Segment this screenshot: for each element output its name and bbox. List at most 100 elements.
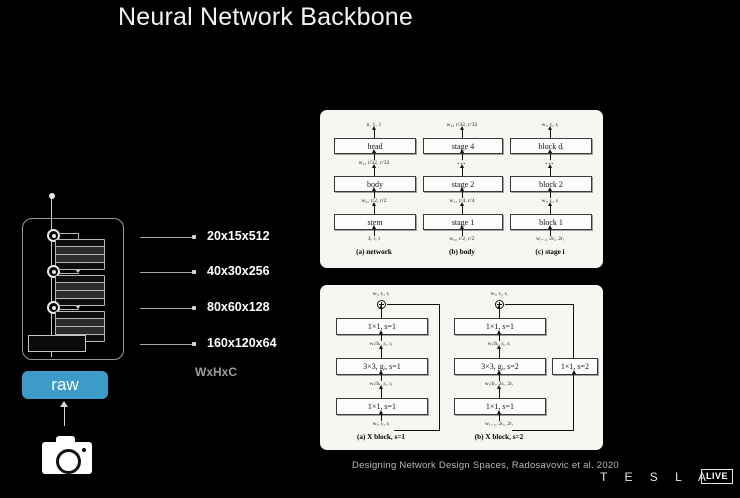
stage-entry-wire-512: [78, 233, 79, 239]
stage-arrow-256: [75, 305, 81, 309]
conv-3x3-group: 3×3, gᵢ, s=1: [336, 358, 428, 375]
tensor-label: wᵢ/bᵢ, rᵢ, rᵢ: [369, 381, 393, 387]
tensor-label: n, 1, 1: [366, 122, 382, 128]
flow-arrow: [496, 345, 501, 358]
stage-tap-node-128: [47, 301, 60, 314]
flow-arrow: [459, 187, 464, 198]
flow-arrow: [547, 202, 552, 214]
flow-arrow: [459, 126, 464, 138]
flow-arrow: [496, 330, 501, 341]
output-dim-label: 160x120x64: [207, 336, 277, 350]
flow-arrow: [378, 330, 383, 341]
camera-flash-dot: [82, 448, 86, 452]
block-1: block 1: [510, 214, 592, 230]
stem-block: [28, 335, 86, 352]
figure-caption: (a) network: [356, 248, 392, 256]
raw-input-button[interactable]: raw: [22, 371, 108, 399]
tensor-label: w₁, r/4, r/4: [449, 198, 475, 204]
figure-caption: (b) body: [449, 248, 475, 256]
conv-3x3-group: 3×3, gᵢ, s=2: [454, 358, 546, 375]
block-stage-1: stage 1: [423, 214, 503, 230]
flow-arrow: [371, 187, 376, 198]
conv-1x1-top: 1×1, s=1: [336, 318, 428, 335]
stage-arrow-512: [75, 269, 81, 273]
flow-arrow: [371, 149, 376, 160]
camera-viewfinder-shape: [56, 436, 75, 444]
stage-merge-wire-256: [57, 309, 79, 310]
stage-tap-wire-256: [57, 269, 79, 270]
shortcut-wire-side: [439, 304, 440, 431]
tensor-label: wᵢ₋₁, 2rᵢ, 2rᵢ: [535, 236, 564, 242]
page-title: Neural Network Backbone: [118, 3, 414, 31]
callout-line: [140, 344, 192, 346]
flow-arrow: [459, 225, 464, 236]
output-dim-label: 80x60x128: [207, 300, 270, 314]
tensor-label: w₄, r/32, r/32: [446, 122, 478, 128]
callout-dot: [192, 306, 196, 310]
tensor-label: wᵢ, rᵢ, rᵢ: [541, 122, 559, 128]
flow-arrow: [371, 164, 376, 176]
shortcut-conv-1x1-s2: 1×1, s=2: [552, 358, 598, 375]
tensor-label: wᵢ/bᵢ, 2rᵢ, 2rᵢ: [484, 381, 514, 387]
tensor-label: w₀, r/2, r/2: [449, 236, 475, 242]
tensor-label: 3, r, r: [367, 236, 381, 242]
flow-arrow: [547, 126, 552, 138]
tensor-label: w₀, r/2, r/2: [361, 198, 387, 204]
spine-endpoint-dot: [48, 193, 55, 199]
callout-dot: [192, 235, 196, 239]
figure-caption: (c) stage i: [535, 248, 565, 256]
camera-lens-shape: [56, 449, 81, 474]
flow-arrow: [378, 410, 383, 421]
flow-arrow: [547, 164, 552, 176]
raw-input-label: raw: [51, 375, 79, 394]
shortcut-wire-top: [387, 304, 440, 305]
conv-1x1-bottom: 1×1, s=1: [336, 398, 428, 415]
figure-caption: (b) X block, s=2: [474, 433, 524, 441]
flow-arrow: [378, 305, 383, 318]
tensor-label: wᵢ, rᵢ, rᵢ: [372, 291, 390, 297]
block-stem: stem: [334, 214, 416, 230]
figure-panel-network-structure: n, 1, 1 head w₄, r/32, r/32 body w₀, r/2…: [320, 110, 603, 268]
tensor-label: wᵢ/bᵢ, rᵢ, rᵢ: [369, 341, 393, 347]
ellipsis-dots: ⋯: [456, 158, 468, 168]
tensor-label: wᵢ, rᵢ, rᵢ: [372, 421, 390, 427]
shortcut-wire-bottom: [512, 430, 574, 431]
stage-merge-wire-512: [57, 273, 79, 274]
stage-tap-node-512: [47, 229, 60, 242]
flow-arrow: [371, 202, 376, 214]
tensor-label: wᵢ/bᵢ, rᵢ, rᵢ: [487, 341, 511, 347]
block-d-i: block dᵢ: [510, 138, 592, 154]
flow-arrow: [378, 370, 383, 381]
tensor-label: wᵢ, rᵢ, rᵢ: [490, 291, 508, 297]
callout-dot: [192, 342, 196, 346]
flow-arrow: [496, 410, 501, 421]
flow-arrow: [459, 202, 464, 214]
camera-icon: [42, 436, 92, 474]
flow-arrow: [378, 385, 383, 398]
conv-1x1-bottom: 1×1, s=1: [454, 398, 546, 415]
flow-arrow: [547, 149, 552, 160]
live-badge: LIVE: [701, 469, 734, 484]
block-2: block 2: [510, 176, 592, 192]
camera-to-raw-arrow-line: [64, 404, 66, 426]
flow-arrow: [496, 370, 501, 381]
flow-arrow: [371, 225, 376, 236]
flow-arrow: [459, 164, 464, 176]
conv-1x1-top: 1×1, s=1: [454, 318, 546, 335]
tensor-label: wᵢ₋₁, 2rᵢ, 2rᵢ: [484, 421, 513, 427]
flow-arrow: [496, 305, 501, 318]
output-dim-label: 40x30x256: [207, 264, 270, 278]
callout-line: [140, 272, 192, 274]
stage-tap-node-256: [47, 265, 60, 278]
block-body: body: [334, 176, 416, 192]
figure-panel-x-blocks: wᵢ, rᵢ, rᵢ 1×1, s=1 wᵢ/bᵢ, rᵢ, rᵢ 3×3, g…: [320, 285, 603, 450]
flow-arrow: [496, 385, 501, 398]
dimension-units-label: WxHxC: [195, 365, 238, 379]
callout-line: [140, 308, 192, 310]
shortcut-wire-lower: [573, 374, 574, 431]
flow-arrow: [378, 345, 383, 358]
block-stage-2: stage 2: [423, 176, 503, 192]
tesla-wordmark: T E S L A: [600, 470, 714, 484]
backbone-boundary: [22, 218, 124, 360]
flow-arrow: [547, 225, 552, 236]
